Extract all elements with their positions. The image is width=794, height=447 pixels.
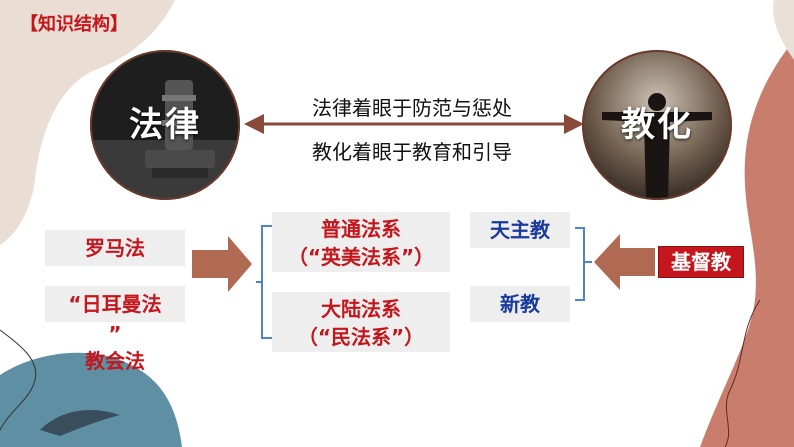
left-arrow-large [594,234,655,290]
law-circle: 法律 [90,50,240,200]
dark-wave-bottom-left [40,410,120,436]
canon-law-text: 教会法 [85,349,145,373]
statue-image [582,50,732,200]
double-arrow [244,114,584,134]
protestantism-box: 新教 [470,286,570,322]
germanic-law-box: “日耳曼法 [45,286,185,322]
civil-law-box: 大陆法系 （“民法系”） [272,292,450,352]
terracotta-shape-right [700,40,794,447]
beige-blob-right [773,0,794,60]
common-law-box: 普通法系 （“英美法系”） [272,212,450,272]
common-law-alias: （“英美法系”） [287,245,435,269]
section-title: 【知识结构】 [20,14,128,35]
left-bracket [256,225,272,339]
right-bracket [575,227,592,301]
education-circle: 教化 [582,50,732,200]
roman-law-box: 罗马法 [45,230,185,266]
line-doodle-bottom-left [0,329,37,431]
christianity-box: 基督教 [658,246,744,278]
civil-law-title: 大陆法系 [321,297,401,321]
civil-law-alias: （“民法系”） [297,325,425,349]
germanic-law-text: “日耳曼法 [68,292,162,316]
law-focus-text: 法律着眼于防范与惩处 [312,96,512,120]
catholicism-box: 天主教 [470,212,570,248]
line-doodle-right [724,299,761,447]
right-arrow-large [192,236,252,292]
education-focus-text: 教化着眼于教育和引导 [312,140,512,164]
germanic-law-closing-quote: ” [108,322,122,346]
law-label: 法律 [129,105,201,145]
beige-blob-top-left [0,0,175,245]
teal-blob-bottom-left [0,352,182,447]
education-label: 教化 [621,105,693,145]
common-law-title: 普通法系 [321,217,401,241]
